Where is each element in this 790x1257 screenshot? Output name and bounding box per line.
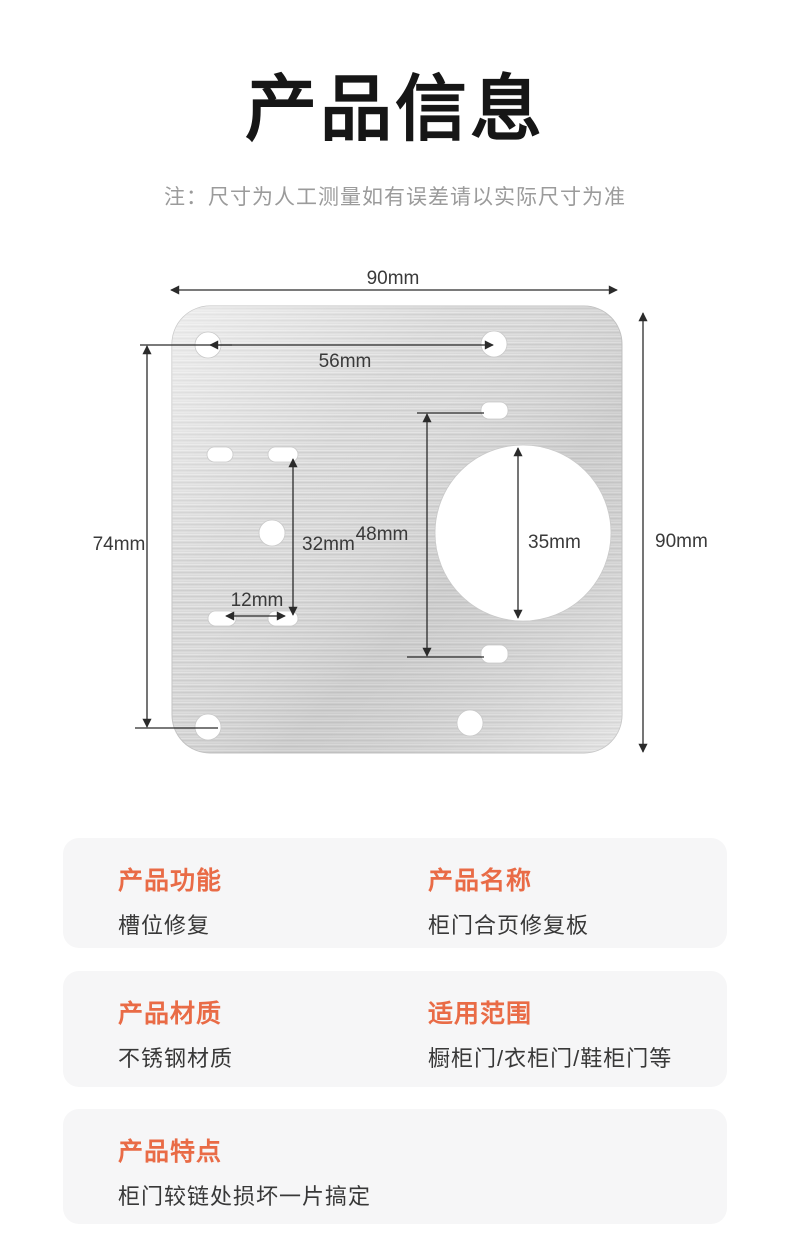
screw-slot-below-cup xyxy=(480,644,509,664)
card-heading-scope: 适用范围 xyxy=(428,1000,533,1028)
card-body-feature: 柜门较链处损坏一片搞定 xyxy=(118,1184,372,1209)
info-card-material-scope: 产品材质 不锈钢材质 适用范围 橱柜门/衣柜门/鞋柜门等 xyxy=(63,971,727,1087)
dim-label-top-width: 90mm xyxy=(367,268,420,289)
card-heading-name: 产品名称 xyxy=(428,867,533,895)
hinge-repair-plate xyxy=(171,305,623,754)
info-card-function-name: 产品功能 槽位修复 产品名称 柜门合页修复板 xyxy=(63,838,727,948)
dim-label-slot-spacing: 12mm xyxy=(231,590,284,611)
hinge-cup-hole xyxy=(434,444,612,622)
card-column: 产品名称 柜门合页修复板 xyxy=(428,861,589,940)
page-title: 产品信息 xyxy=(244,70,545,150)
measurement-note: 注：尺寸为人工测量如有误差请以实际尺寸为准 xyxy=(164,186,626,209)
card-heading-function: 产品功能 xyxy=(118,867,223,895)
card-column: 适用范围 橱柜门/衣柜门/鞋柜门等 xyxy=(428,994,672,1073)
dim-cup-offset xyxy=(407,412,484,658)
center-hole xyxy=(258,519,286,547)
dim-label-hole-spacing: 56mm xyxy=(319,351,372,372)
mounting-hole-bottom-right xyxy=(456,709,484,737)
dim-label-left-height: 74mm xyxy=(93,534,146,555)
screw-slot-lower-left xyxy=(207,610,237,627)
card-column: 产品特点 柜门较链处损坏一片搞定 xyxy=(118,1132,371,1211)
dim-label-right-height: 90mm xyxy=(655,531,708,552)
card-body-material: 不锈钢材质 xyxy=(118,1046,234,1071)
card-heading-feature: 产品特点 xyxy=(118,1138,223,1166)
dim-left-height xyxy=(135,345,218,729)
card-body-name: 柜门合页修复板 xyxy=(428,913,590,938)
card-column: 产品功能 槽位修复 xyxy=(118,861,222,940)
card-column: 产品材质 不锈钢材质 xyxy=(118,994,233,1073)
mounting-hole-top-right xyxy=(480,330,508,358)
card-heading-material: 产品材质 xyxy=(118,1000,223,1028)
card-body-scope: 橱柜门/衣柜门/鞋柜门等 xyxy=(428,1046,673,1071)
card-body-function: 槽位修复 xyxy=(118,913,211,938)
dimension-diagram: 90mm 90mm 56mm 74mm 32mm 12mm 48mm 35mm xyxy=(93,268,708,754)
screw-slot-upper-left xyxy=(206,446,234,463)
dim-label-cup-diameter: 35mm xyxy=(528,532,581,553)
info-card-feature: 产品特点 柜门较链处损坏一片搞定 xyxy=(63,1109,727,1224)
dim-label-cup-offset: 48mm xyxy=(356,524,409,545)
dim-label-slot-offset: 32mm xyxy=(302,534,355,555)
mounting-hole-bottom-left xyxy=(194,713,222,741)
screw-slot-above-cup xyxy=(480,401,509,420)
